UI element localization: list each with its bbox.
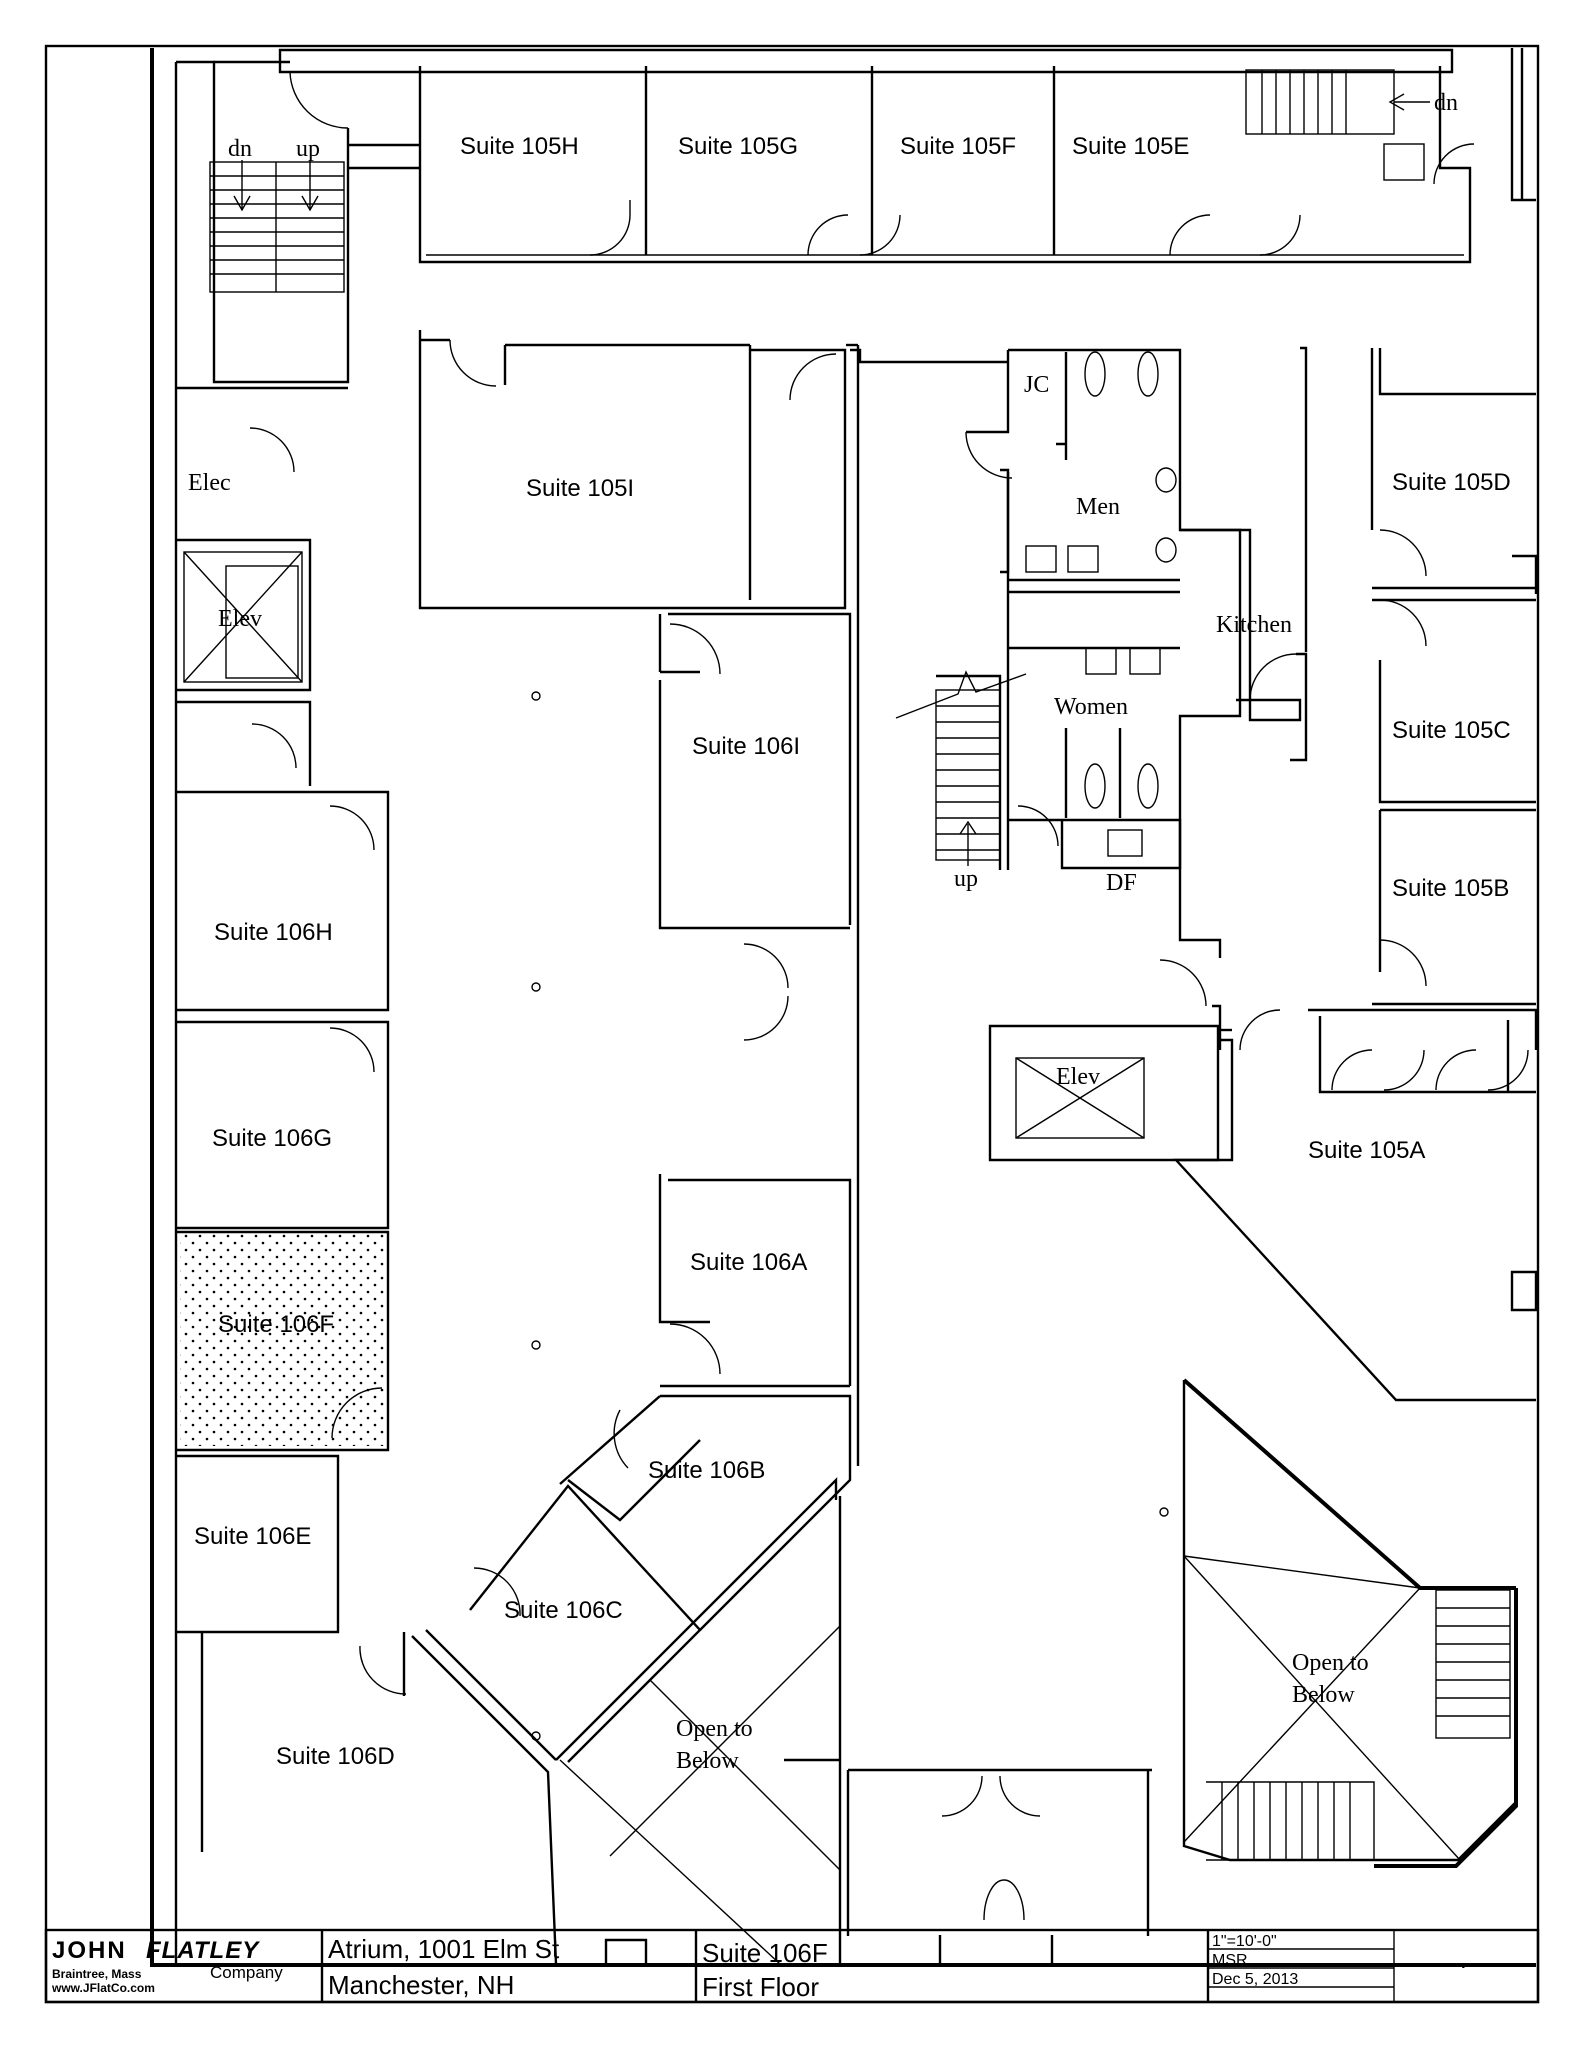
- label-men: Men: [1076, 494, 1120, 520]
- open-to-below-right: [1182, 1378, 1518, 1868]
- label-suite-105d: Suite 105D: [1392, 469, 1511, 496]
- building-outline: [150, 48, 1536, 1967]
- sheet-border: [44, 44, 1540, 2004]
- label-suite-105h: Suite 105H: [460, 133, 579, 160]
- east-suites: [1370, 348, 1538, 1006]
- label-suite-105f: Suite 105F: [900, 133, 1016, 160]
- suite-105a-area: [988, 1008, 1538, 1402]
- label-suite-106d: Suite 106D: [276, 1743, 395, 1770]
- date-value: Dec 5, 2013: [1212, 1971, 1298, 1988]
- label-open-below-center-2: Below: [676, 1748, 739, 1774]
- label-kitchen: Kitchen: [1216, 612, 1292, 638]
- label-stair-dn-left: dn: [228, 136, 252, 162]
- left-stair: [176, 60, 420, 384]
- drawn-by-value: MSR: [1212, 1952, 1248, 1969]
- label-open-below-right-2: Below: [1292, 1682, 1355, 1708]
- label-suite-105b: Suite 105B: [1392, 875, 1509, 902]
- suite-line-1: Suite 106F: [702, 1938, 828, 1968]
- entrance: [846, 1768, 1152, 1965]
- title-block: JOHN FLATLEY Company Braintree, Mass www…: [44, 1928, 1540, 2004]
- label-suite-105e: Suite 105E: [1072, 133, 1189, 160]
- label-elev-right: Elev: [1056, 1064, 1100, 1090]
- center-rooms: [359, 330, 860, 1965]
- label-suite-106f: Suite 106F: [218, 1311, 334, 1338]
- label-suite-106i: Suite 106I: [692, 733, 800, 760]
- label-open-below-center-1: Open to: [676, 1716, 753, 1742]
- logo-john: JOHN: [52, 1937, 127, 1964]
- right-stair: [1245, 69, 1475, 185]
- label-suite-106c: Suite 106C: [504, 1597, 623, 1624]
- address-line-1: Atrium, 1001 Elm St: [328, 1934, 560, 1964]
- label-df: DF: [1106, 870, 1137, 896]
- suite-line-2: First Floor: [702, 1972, 819, 2002]
- label-suite-105a: Suite 105A: [1308, 1137, 1425, 1164]
- label-suite-105c: Suite 105C: [1392, 717, 1511, 744]
- label-suite-106b: Suite 106B: [648, 1457, 765, 1484]
- top-suites: [418, 66, 1472, 264]
- label-suite-105i: Suite 105I: [526, 475, 634, 502]
- logo-company: Company: [210, 1963, 283, 1982]
- scale-value: 1"=10'-0": [1212, 1933, 1277, 1950]
- logo-url: www.JFlatCo.com: [51, 1981, 155, 1995]
- label-stair-up-left: up: [296, 136, 320, 162]
- left-column: [176, 386, 390, 1852]
- columns: [531, 691, 1169, 1741]
- core: [850, 346, 1308, 1050]
- label-elev-left: Elev: [218, 606, 262, 632]
- address-line-2: Manchester, NH: [328, 1970, 514, 2000]
- label-elec: Elec: [188, 470, 231, 496]
- label-open-below-right-1: Open to: [1292, 1650, 1369, 1676]
- label-suite-106a: Suite 106A: [690, 1249, 807, 1276]
- logo-location: Braintree, Mass: [52, 1967, 142, 1981]
- label-suite-106e: Suite 106E: [194, 1523, 311, 1550]
- labels: Suite 105H Suite 105G Suite 105F Suite 1…: [188, 90, 1511, 1774]
- label-stair-dn-right: dn: [1434, 90, 1458, 116]
- label-jc: JC: [1024, 372, 1049, 398]
- label-suite-106h: Suite 106H: [214, 919, 333, 946]
- label-women: Women: [1054, 694, 1128, 720]
- label-suite-105g: Suite 105G: [678, 133, 798, 160]
- label-suite-106g: Suite 106G: [212, 1125, 332, 1152]
- suite-106f-highlight: [180, 1232, 386, 1446]
- logo-flatley: FLATLEY: [146, 1937, 260, 1964]
- revision-mark: .: [1460, 1947, 1467, 1974]
- label-stair-up-center: up: [954, 866, 978, 892]
